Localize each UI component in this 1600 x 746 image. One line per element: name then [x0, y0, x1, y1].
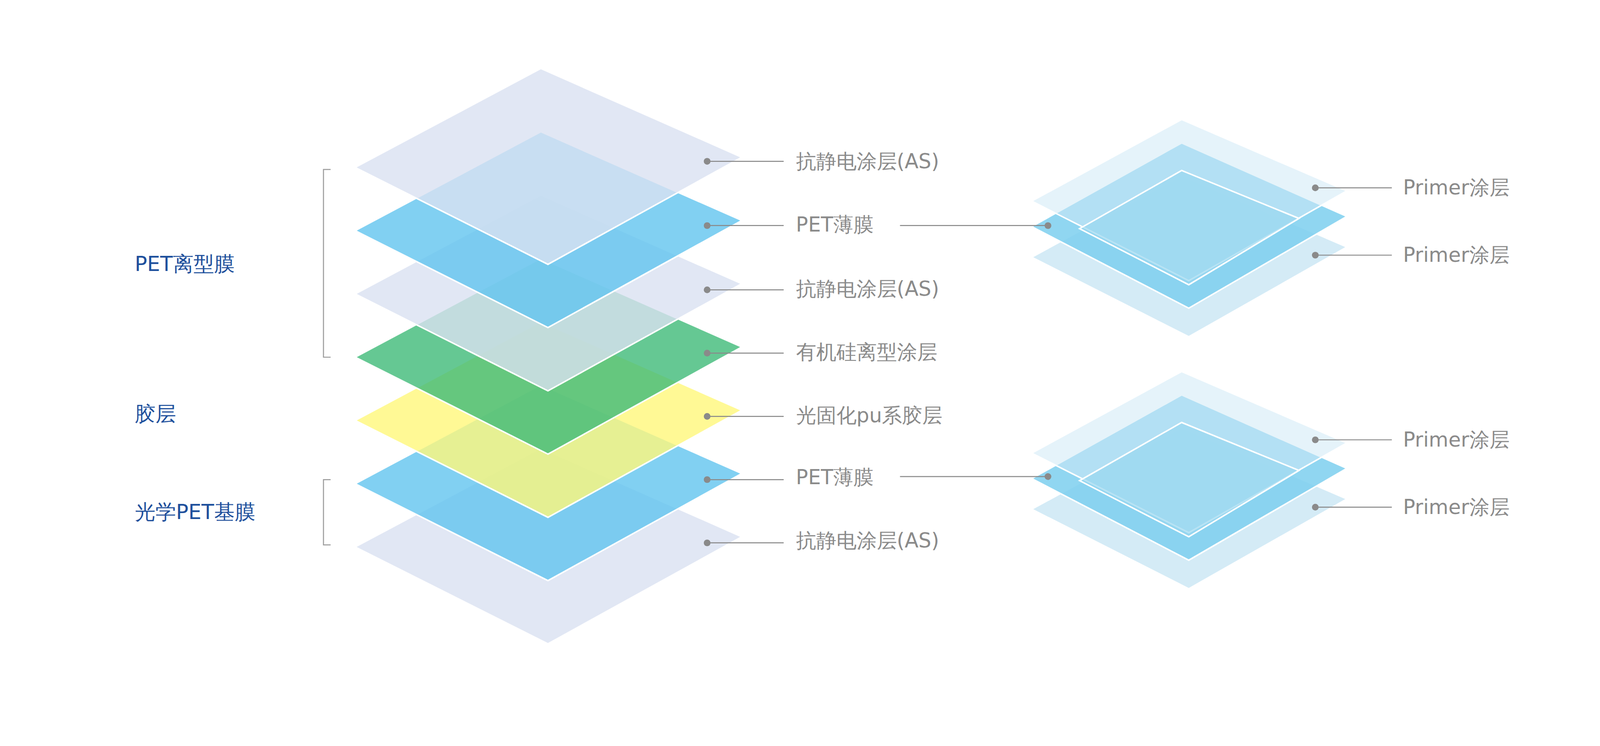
layer-label: 抗静电涂层(AS): [796, 276, 940, 301]
layer-label: 有机硅离型涂层: [796, 339, 938, 365]
leader-dot: [703, 349, 711, 357]
layer-label: 抗静电涂层(AS): [796, 149, 940, 174]
primer-stack: [1031, 371, 1348, 589]
leader-dot: [1312, 436, 1319, 444]
leader-line: [1315, 506, 1392, 508]
leader-dot: [1044, 473, 1052, 481]
leader-dot: [703, 476, 711, 484]
leader-dot: [703, 286, 711, 294]
group-label: 光学PET基膜: [134, 499, 256, 525]
leader-dot: [703, 413, 711, 421]
leader-dot: [1312, 184, 1319, 192]
layer-label: PET薄膜: [796, 465, 874, 490]
layer-label: Primer涂层: [1403, 494, 1510, 520]
leader-line: [707, 160, 784, 162]
leader-line: [707, 352, 784, 354]
primer-layer: [1079, 170, 1299, 285]
layer-label: 抗静电涂层(AS): [796, 528, 940, 554]
layer-label: Primer涂层: [1403, 243, 1510, 268]
layer-label: Primer涂层: [1403, 427, 1510, 453]
leader-line: [707, 289, 784, 291]
leader-line: [707, 225, 784, 227]
primer-stack: [1031, 119, 1348, 338]
leader-lines: [703, 157, 1392, 547]
layer-label: 光固化pu系胶层: [796, 403, 943, 428]
leader-line: [707, 479, 784, 481]
layer-label: Primer涂层: [1403, 175, 1510, 200]
leader-line: [1315, 187, 1392, 189]
leader-dot: [1044, 222, 1052, 230]
leader-dot: [703, 539, 711, 547]
leader-dot: [1312, 503, 1319, 511]
layer-stack: [354, 68, 742, 644]
pointer-line: [900, 225, 1049, 227]
pointer-line: [900, 476, 1049, 477]
leader-line: [707, 415, 784, 417]
film-layer: [354, 68, 742, 265]
leader-line: [1315, 439, 1392, 441]
layer-label: PET薄膜: [796, 212, 874, 237]
group-label: 胶层: [134, 401, 177, 427]
leader-dot: [1312, 251, 1319, 259]
leader-dot: [703, 222, 711, 230]
leader-line: [1315, 254, 1392, 256]
bracket: [323, 479, 331, 545]
group-brackets: [323, 169, 331, 546]
primer-layer: [1079, 422, 1299, 537]
leader-dot: [703, 157, 711, 165]
group-label: PET离型膜: [134, 251, 235, 277]
leader-line: [707, 542, 784, 544]
bracket: [323, 169, 331, 358]
